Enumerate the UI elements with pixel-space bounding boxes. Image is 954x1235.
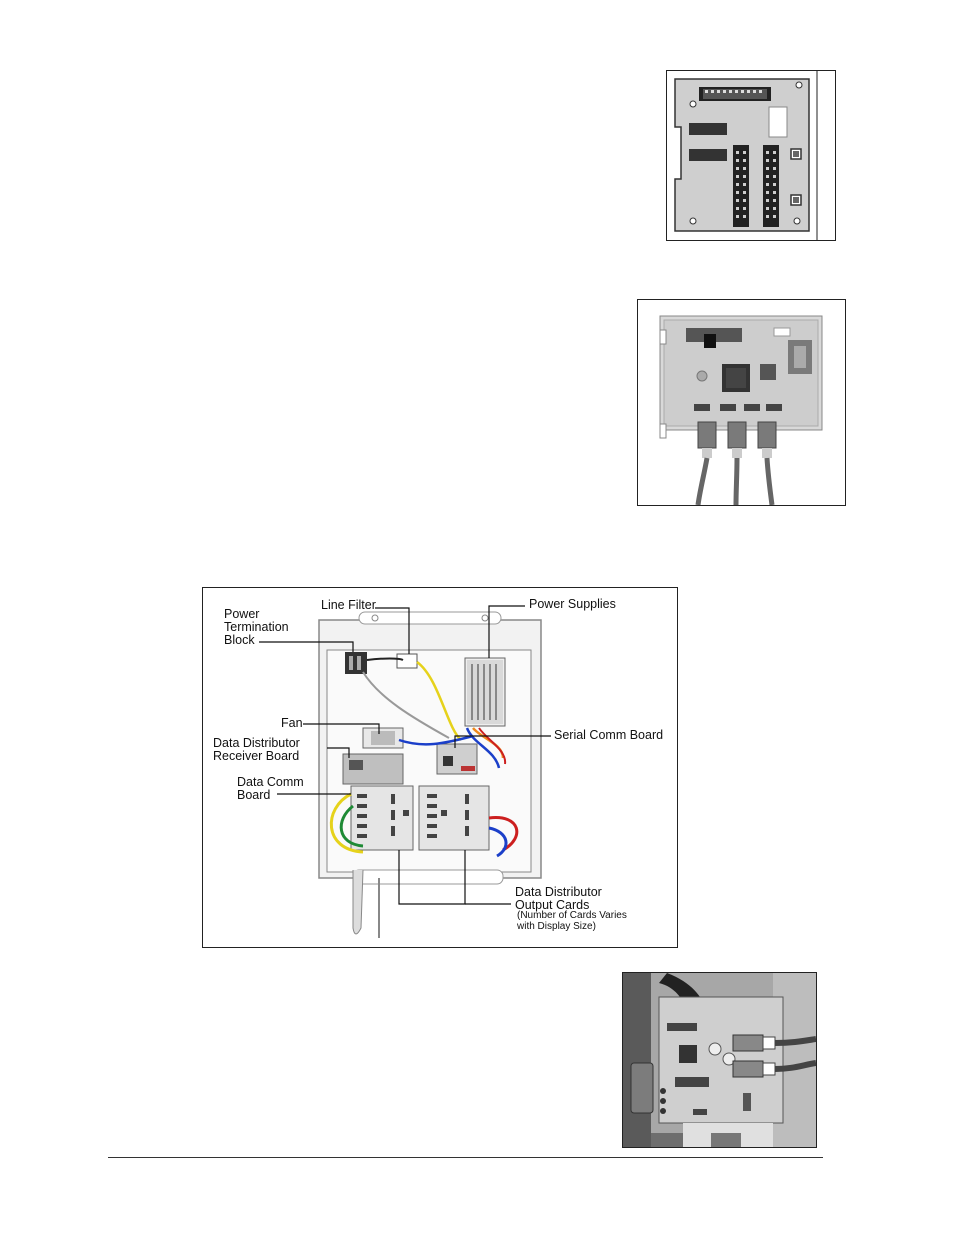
label-fan: Fan — [281, 716, 303, 730]
label-data-comm-board: Data Comm Board — [237, 775, 304, 802]
figure-board-4 — [622, 972, 817, 1148]
footer-divider — [108, 1157, 823, 1158]
label-power-supplies: Power Supplies — [529, 597, 616, 611]
figure-board-1 — [666, 70, 836, 241]
label-data-distributor-output-cards: Data Distributor Output Cards — [515, 885, 602, 912]
figure-board-2 — [637, 299, 846, 506]
data-comm-board-photo — [623, 973, 816, 1147]
label-data-distributor-receiver-board: Data Distributor Receiver Board — [213, 736, 300, 763]
serial-comm-board-photo — [638, 300, 845, 505]
circuit-board-icon — [667, 71, 835, 240]
label-output-cards-note: (Number of Cards Varies with Display Siz… — [517, 910, 627, 932]
display-enclosure-diagram — [259, 605, 551, 938]
label-power-termination-block: Power Termination Block — [224, 607, 289, 647]
figure-enclosure: Power Termination Block Line Filter Powe… — [202, 587, 678, 948]
label-line-filter: Line Filter — [321, 598, 376, 612]
label-serial-comm-board: Serial Comm Board — [554, 728, 664, 742]
